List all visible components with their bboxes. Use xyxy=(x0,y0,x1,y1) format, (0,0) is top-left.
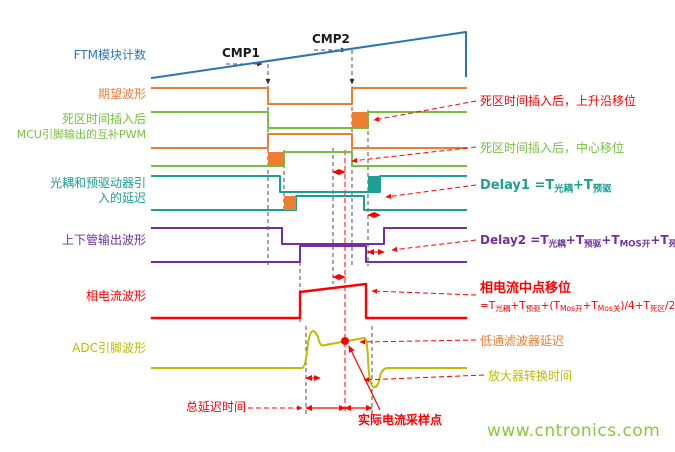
desired-lowside-pwm-waveform xyxy=(151,133,467,149)
delay2-leader xyxy=(391,239,477,252)
amp-time-leader xyxy=(363,374,485,383)
watermark-text: www.cntronics.com xyxy=(487,421,661,441)
label-desired-line: 期望波形 xyxy=(97,87,146,101)
label-mosfet-output-line: 上下管输出波形 xyxy=(61,233,146,247)
ftm-counter-ramp-waveform xyxy=(150,31,467,80)
driver-delay-lowside-box xyxy=(284,196,296,210)
lowside-deadtime-shift-box xyxy=(268,152,284,166)
midpoint-shift-leader xyxy=(371,288,477,296)
phase-current-waveform xyxy=(150,282,468,320)
label-driver-delay: 光耦和预驱动器引 入的延迟 xyxy=(2,176,146,206)
label-driver-delay-line2: 入的延迟 xyxy=(97,191,146,205)
annotation-lpf-delay: 低通滤波器延迟 xyxy=(480,334,565,348)
sample-point-dot xyxy=(341,337,349,345)
label-deadtime-line2: MCU引脚输出的互补PWM xyxy=(16,128,146,141)
label-phase-current: 相电流波形 xyxy=(2,289,146,304)
label-driver-delay-line1: 光耦和预驱动器引 xyxy=(49,176,146,190)
annotation-total-delay: 总延迟时间 xyxy=(186,400,247,414)
label-deadtime-pwm: 死区时间插入后 MCU引脚输出的互补PWM xyxy=(2,112,146,142)
label-ftm-count-line: FTM模块计数 xyxy=(73,48,146,62)
label-mosfet-output: 上下管输出波形 xyxy=(2,233,146,248)
label-adc-pin-line: ADC引脚波形 xyxy=(72,341,146,355)
rising-shift-leader xyxy=(373,100,477,122)
desired-highside-pwm-waveform xyxy=(151,87,467,105)
label-desired-waveform: 期望波形 xyxy=(2,87,146,102)
adc-pin-waveform xyxy=(151,330,467,389)
label-ftm-count: FTM模块计数 xyxy=(2,48,146,63)
driver-delay-highside-waveform xyxy=(151,175,467,193)
lpf-delay-leader xyxy=(359,339,477,345)
driver-delay-lowside-waveform xyxy=(151,195,467,211)
annotation-delay2: Delay2 =T光耦+T预驱+TMOS开+T死区 xyxy=(480,233,675,250)
deadtime-lowside-pwm-waveform xyxy=(151,151,467,167)
annotation-rising-edge-shift: 死区时间插入后，上升沿移位 xyxy=(480,94,637,108)
annotation-amplifier-time: 放大器转换时间 xyxy=(488,369,573,383)
sample-point-pointer-arrow xyxy=(348,345,381,411)
rising-edge-shift-box xyxy=(352,112,368,128)
lower-mosfet-output-waveform xyxy=(151,245,467,263)
upper-mosfet-output-waveform xyxy=(151,227,467,245)
deadtime-highside-pwm-waveform xyxy=(151,111,467,129)
label-adc-pin: ADC引脚波形 xyxy=(2,341,146,356)
annotation-midpoint-shift-formula: =T光耦+T预驱+(TMos开+TMos关)/4+T死区/2 xyxy=(480,300,675,314)
label-deadtime-line1: 死区时间插入后 xyxy=(61,112,146,126)
annotation-sample-point: 实际电流采样点 xyxy=(358,413,443,427)
annotation-center-shift: 死区时间插入后，中心移位 xyxy=(480,141,625,155)
driver-delay-highside-box xyxy=(368,176,380,192)
delay1-leader xyxy=(385,184,477,199)
cmp2-label: CMP2 xyxy=(312,32,350,46)
center-shift-leader xyxy=(351,146,477,164)
annotation-delay1: Delay1 =T光耦+T预驱 xyxy=(480,178,612,195)
cmp1-label: CMP1 xyxy=(222,46,260,60)
annotation-midpoint-shift-title: 相电流中点移位 xyxy=(480,281,572,296)
label-phase-current-line: 相电流波形 xyxy=(85,289,146,303)
